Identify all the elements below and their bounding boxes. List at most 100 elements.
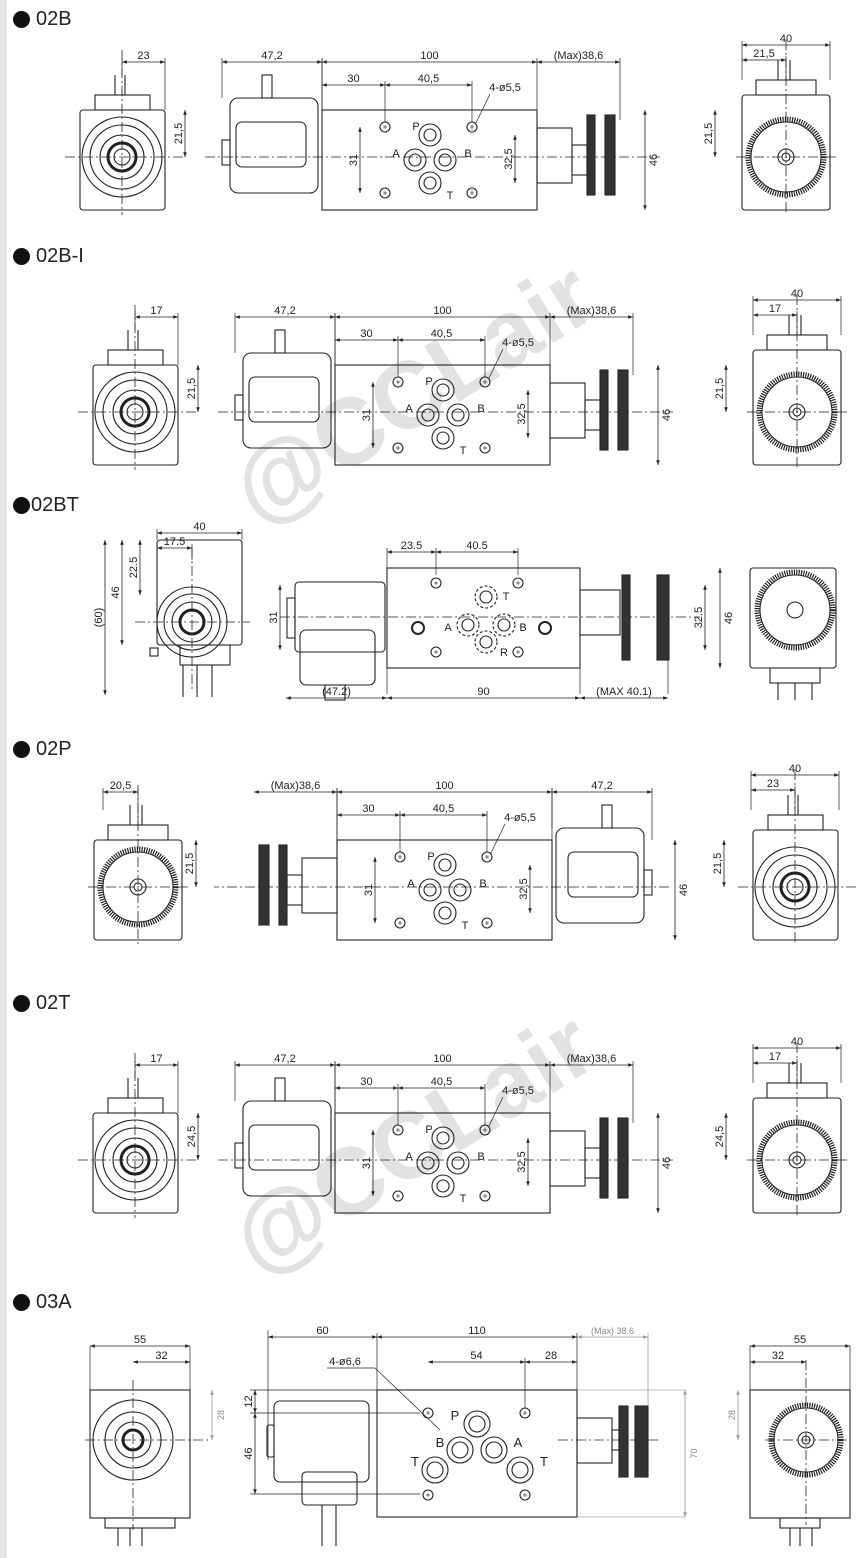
leader-line (475, 93, 491, 124)
dimension-label: 47,2 (274, 305, 295, 317)
dimension-label: 40,5 (431, 1076, 452, 1088)
mounting-hole (466, 187, 478, 199)
port-label: P (425, 376, 432, 388)
spindle (571, 144, 588, 176)
dimension-label: 31 (361, 409, 373, 421)
section-title: 02P (36, 738, 72, 760)
bullet-icon (13, 11, 30, 28)
port-bore (438, 858, 452, 872)
section-title: 02T (36, 992, 71, 1014)
section-header-02b: 02B (13, 8, 72, 31)
port-label: A (444, 622, 452, 634)
lock-nut (549, 1130, 586, 1187)
bullet-icon (13, 741, 30, 758)
port-bore (436, 1131, 450, 1145)
port-1 (456, 613, 480, 637)
knurled-knob (634, 1405, 649, 1478)
mounting-hole (422, 1489, 434, 1501)
port-label: B (519, 622, 526, 634)
dimension-label: 28 (727, 1410, 737, 1420)
port-bore (438, 153, 452, 167)
dimension-label: 28 (545, 1350, 557, 1362)
dimension-label: 46 (661, 1157, 673, 1169)
port-3 (474, 630, 498, 654)
port-0 (474, 585, 498, 609)
port-bore (426, 1461, 444, 1479)
lock-nut (301, 857, 338, 914)
port-bore (451, 1441, 469, 1459)
dimension-label: 46 (723, 612, 735, 624)
coil-window (248, 1124, 320, 1171)
dimension-label: 23 (137, 50, 149, 62)
dimension-label: 17 (150, 305, 162, 317)
mounting-hole (430, 577, 442, 589)
port-label: P (427, 851, 434, 863)
port-1 (416, 403, 440, 427)
leader-line (374, 1367, 441, 1431)
leader-line (488, 348, 504, 379)
port-T (421, 1456, 449, 1484)
coil-terminal-box (301, 1471, 358, 1506)
port-0 (431, 378, 455, 402)
section-title: 03A (36, 1291, 72, 1313)
side-bolt (411, 621, 425, 635)
bullet-icon (13, 1294, 30, 1311)
section-title: 02BT (31, 494, 79, 516)
mounting-hole (394, 917, 406, 929)
port-label: P (425, 1124, 432, 1136)
dimension-label: 17 (150, 1053, 162, 1065)
dimension-label: 47,2 (274, 1053, 295, 1065)
port-2 (446, 403, 470, 427)
dimension-label: 20,5 (110, 780, 131, 792)
handwheel-rim (759, 574, 831, 646)
port-P (463, 1410, 491, 1438)
port-3 (433, 901, 457, 925)
dimension-label: 21,5 (186, 378, 198, 399)
port-bore (436, 383, 450, 397)
port-bore (423, 883, 437, 897)
manual-override (234, 1142, 244, 1169)
port-label: T (540, 1454, 548, 1469)
dimension-label: 40 (193, 521, 205, 533)
section-header-02b-i: 02B-I (13, 245, 84, 268)
bullet-icon (13, 248, 30, 265)
port-T (506, 1456, 534, 1484)
dimension-label: 32,5 (516, 403, 528, 424)
port-2 (433, 148, 457, 172)
spindle (584, 1147, 601, 1179)
port-bore (461, 618, 475, 632)
dimension-label: 30 (360, 328, 372, 340)
dimension-label: 28 (216, 1410, 226, 1420)
dimension-label: (47.2) (322, 686, 351, 698)
dimension-label: 30 (360, 1076, 372, 1088)
coil-terminal-box (299, 629, 376, 686)
dimension-label: 60 (316, 1325, 328, 1337)
dimension-label: 40 (780, 33, 792, 45)
dimension-label: 40,5 (418, 73, 439, 85)
connector-base (104, 1517, 176, 1529)
dimension-label: 30 (362, 803, 374, 815)
port-label: B (477, 1151, 484, 1163)
dimension-label: 54 (470, 1350, 482, 1362)
dimension-label: 110 (468, 1325, 486, 1337)
dimension-label: 31 (361, 1157, 373, 1169)
port-bore (497, 618, 511, 632)
dimension-label: 31 (268, 611, 280, 623)
dimension-label: (60) (93, 608, 105, 628)
port-2 (446, 1151, 470, 1175)
dimension-label: 17 (769, 303, 781, 315)
handwheel-gear (754, 569, 836, 651)
connector-cap (107, 349, 164, 366)
handwheel-hub (786, 601, 804, 619)
dimension-label: 46 (648, 154, 660, 166)
mounting-hole (430, 646, 442, 658)
lock-nut (549, 382, 586, 439)
knurled-knob (599, 1117, 609, 1199)
port-bore (451, 408, 465, 422)
section-header-02p: 02P (13, 738, 72, 761)
port-bore (423, 128, 437, 142)
knurled-knob (604, 114, 616, 196)
mounting-hole (392, 442, 404, 454)
connector-plug (324, 684, 346, 701)
